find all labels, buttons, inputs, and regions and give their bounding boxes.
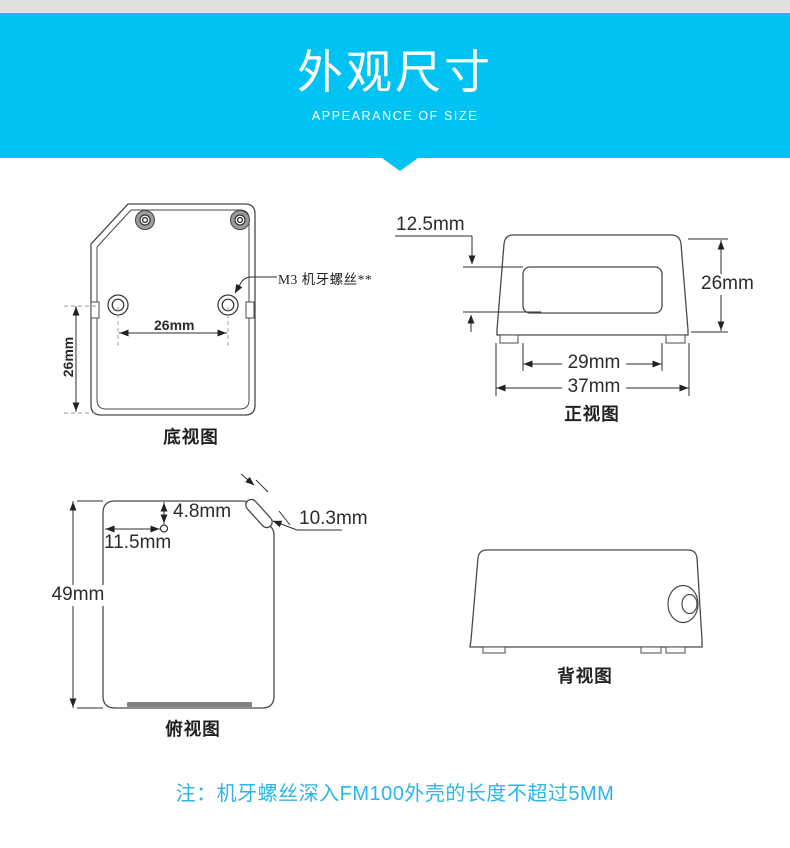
front-view-foot-left <box>499 334 519 344</box>
top-gray-bar <box>0 0 790 13</box>
top-chamfer-width-label: 10.3mm <box>299 508 368 529</box>
front-view-foot-right <box>665 334 686 344</box>
top-view-small-hole <box>159 524 169 533</box>
page-subtitle: APPEARANCE OF SIZE <box>311 109 479 123</box>
header-pointer-triangle <box>382 158 418 171</box>
footnote: 注：机牙螺丝深入FM100外壳的长度不超过5MM <box>175 783 615 805</box>
mount-hole-left <box>107 294 129 316</box>
bottom-view-dimension-lines <box>72 276 277 412</box>
front-window-top-offset-label: 12.5mm <box>396 214 465 235</box>
back-view-foot-mid <box>640 646 662 654</box>
header-band <box>0 13 790 158</box>
front-window-width-label: 29mm <box>562 352 626 374</box>
screw-callout-label: M3 机牙螺丝** <box>278 272 373 287</box>
top-view-drawing <box>69 473 342 709</box>
mount-hole-right <box>217 294 239 316</box>
bottom-view-caption: 底视图 <box>163 427 219 447</box>
top-body-depth-label: 49mm <box>48 584 108 606</box>
top-view-caption: 俯视图 <box>165 719 221 739</box>
top-view-rear-bar <box>127 702 252 707</box>
page-title: 外观尺寸 <box>297 46 493 98</box>
bottom-view-outer-outline <box>90 203 256 416</box>
cable-port-inner <box>681 593 698 615</box>
back-view-foot-right <box>665 646 686 654</box>
scan-window <box>522 266 663 314</box>
bottom-hole-spacing-label: 26mm <box>154 317 195 333</box>
bottom-view-inner-outline <box>96 209 250 410</box>
bottom-view-right-slot <box>245 301 255 319</box>
bottom-view-left-slot <box>90 301 100 319</box>
front-body-height-label: 26mm <box>699 273 756 295</box>
screw-boss-left <box>135 210 155 230</box>
top-hole-from-top-label: 4.8mm <box>173 501 232 522</box>
back-view-body-outline <box>469 549 703 648</box>
front-body-width-label: 37mm <box>562 376 626 398</box>
back-view-drawing <box>469 549 703 654</box>
bottom-view-dashed-lines <box>64 305 229 414</box>
front-view-caption: 正视图 <box>564 404 620 424</box>
screw-boss-right <box>230 210 250 230</box>
bottom-hole-offset-label: 26mm <box>60 336 76 378</box>
back-view-foot-left <box>482 646 506 654</box>
front-view-body-outline <box>496 234 689 336</box>
top-hole-from-left-label: 11.5mm <box>104 532 172 553</box>
front-view-drawing <box>395 234 728 396</box>
chamfer-button <box>245 498 273 529</box>
cable-port-outer <box>667 584 699 624</box>
back-view-caption: 背视图 <box>557 666 613 686</box>
bottom-view-drawing <box>64 203 277 416</box>
